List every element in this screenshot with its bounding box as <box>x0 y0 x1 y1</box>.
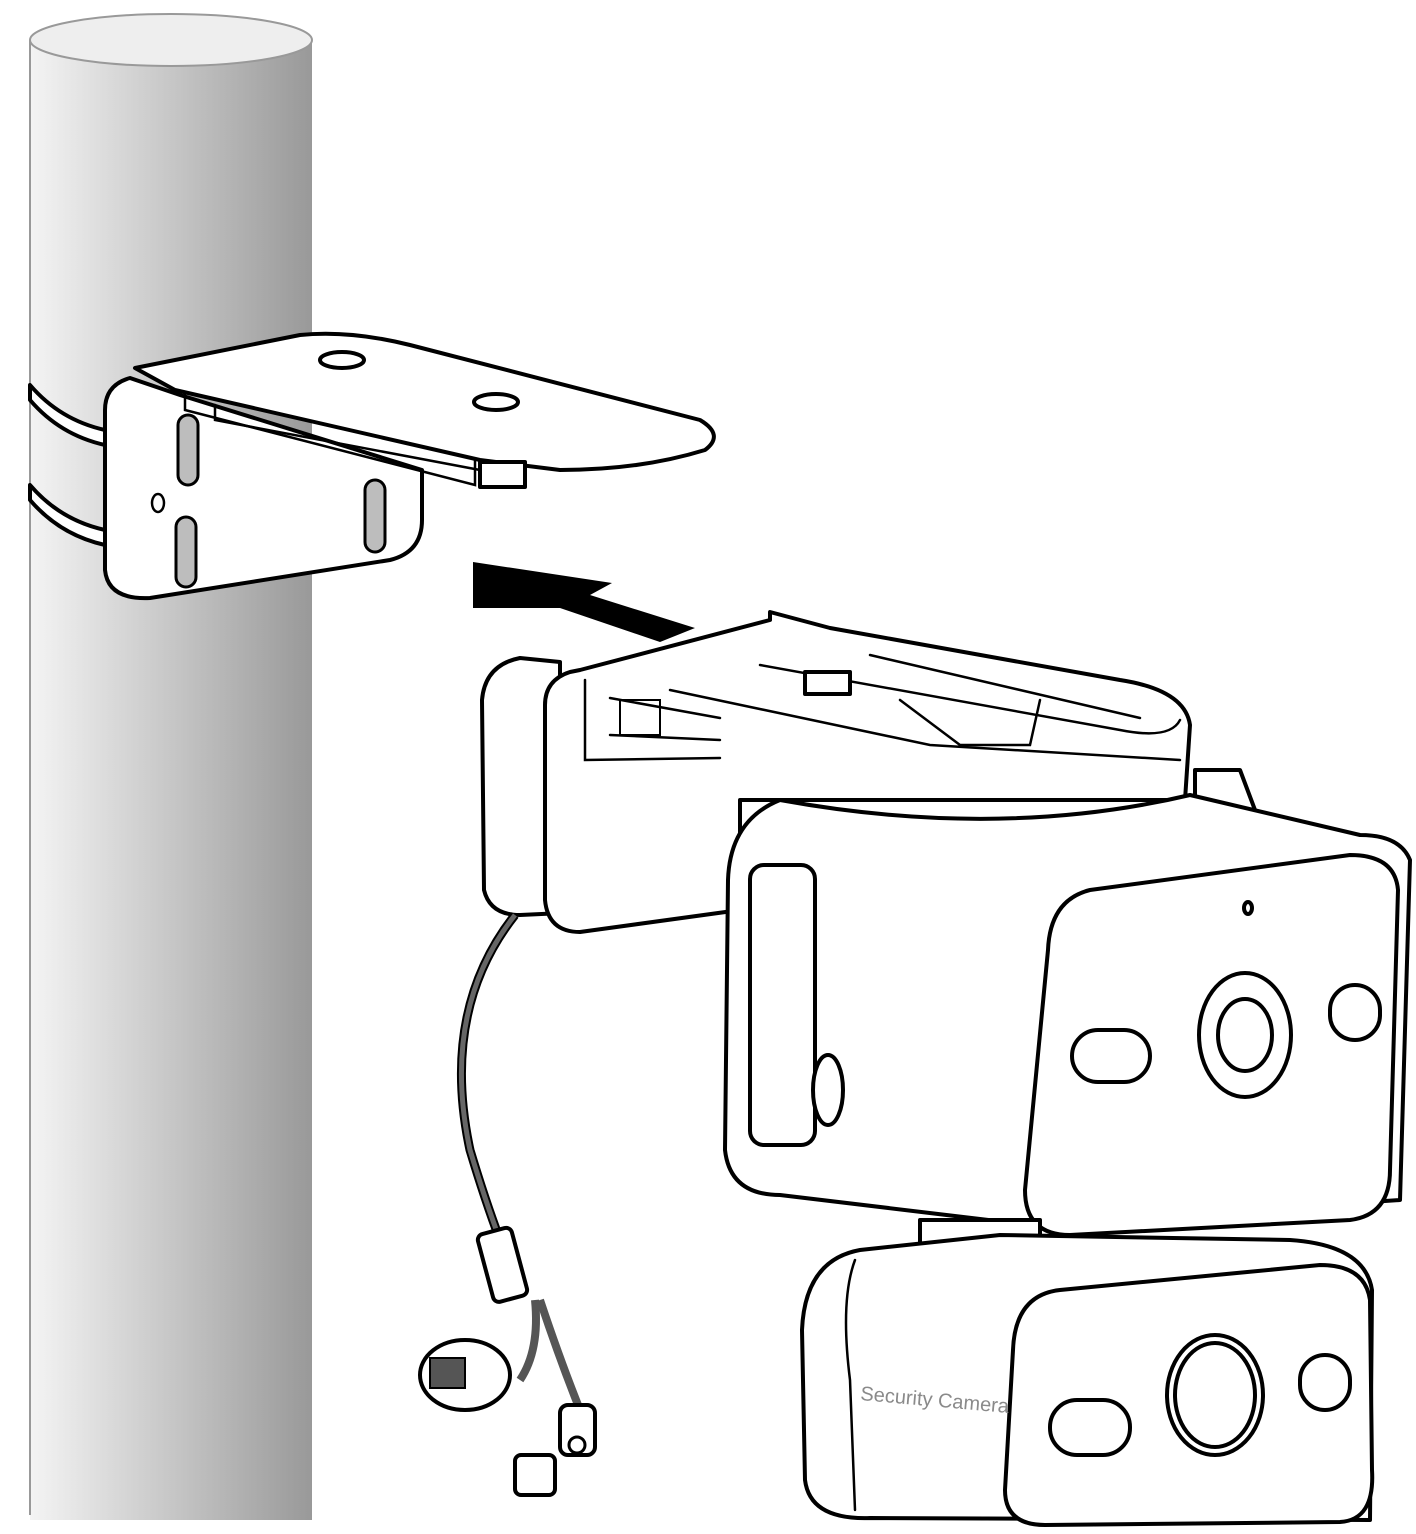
camera-mount-base-icon <box>480 610 1192 934</box>
ethernet-cable-icon <box>418 912 597 1497</box>
dc-power-connector-icon <box>513 1403 597 1497</box>
arrow-up-left-icon <box>473 562 695 642</box>
security-camera-icon: Security Camera <box>800 1218 1375 1527</box>
camera-arm-icon <box>723 768 1412 1237</box>
wall-mount-bracket-icon <box>103 331 716 601</box>
pole-icon <box>29 13 313 1520</box>
rj45-connector-icon <box>418 1338 512 1412</box>
